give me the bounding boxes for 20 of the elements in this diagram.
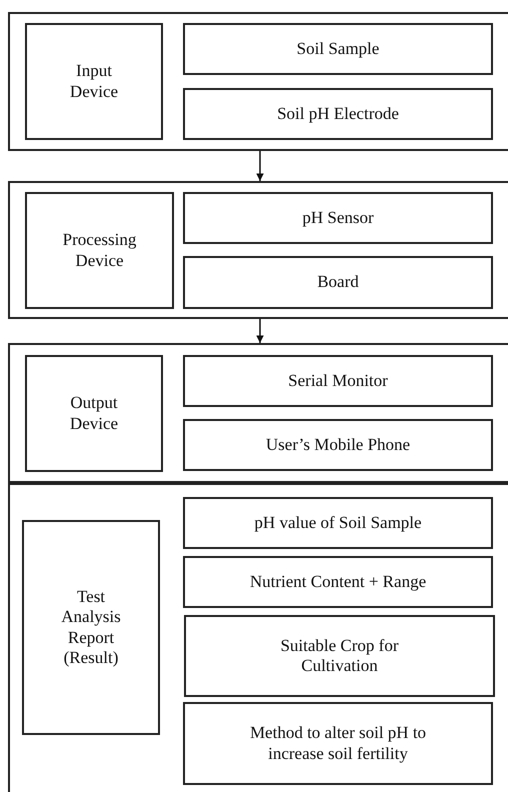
process-box: Serial Monitor xyxy=(183,355,493,407)
group-frame xyxy=(8,181,508,319)
process-box: Output Device xyxy=(25,355,163,472)
process-box: Input Device xyxy=(25,23,163,140)
group-frame xyxy=(8,343,508,483)
process-box: Soil Sample xyxy=(183,23,493,75)
process-box: Processing Device xyxy=(25,192,174,309)
process-box: pH value of Soil Sample xyxy=(183,497,493,549)
process-box: Nutrient Content + Range xyxy=(183,556,493,608)
process-box: Test Analysis Report (Result) xyxy=(22,520,160,735)
process-box: Method to alter soil pH to increase soil fertility xyxy=(183,702,493,785)
arrow xyxy=(256,319,264,343)
process-box: Soil pH Electrode xyxy=(183,88,493,140)
group-frame xyxy=(8,12,508,151)
arrow xyxy=(256,151,264,181)
process-box: pH Sensor xyxy=(183,192,493,244)
process-box: Suitable Crop for Cultivation xyxy=(184,615,495,697)
process-box: Board xyxy=(183,256,493,309)
group-frame xyxy=(8,482,508,792)
process-box: User’s Mobile Phone xyxy=(183,419,493,471)
